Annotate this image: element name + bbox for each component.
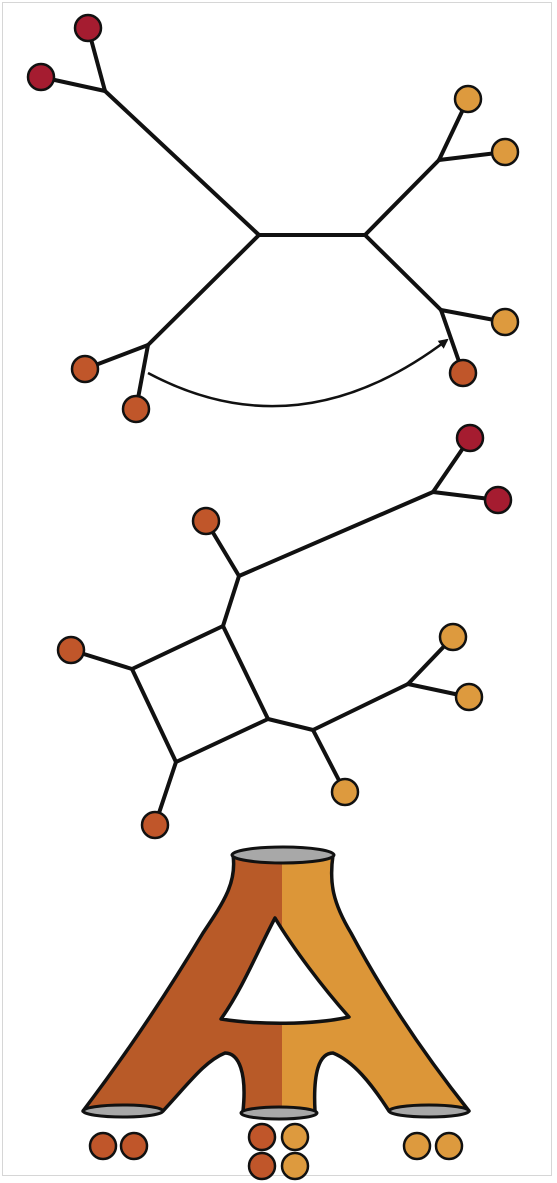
- leaf-node-amber: [332, 779, 358, 805]
- leaf-node-rust: [72, 356, 98, 382]
- network-edge: [239, 492, 433, 576]
- gene-node-amber: [436, 1133, 462, 1159]
- gene-node-amber: [404, 1133, 430, 1159]
- tree-edge: [148, 235, 259, 345]
- gene-node-rust: [90, 1133, 116, 1159]
- leaf-node-rust: [193, 508, 219, 534]
- network-edge: [268, 719, 313, 730]
- leaf-node-amber: [440, 624, 466, 650]
- network-edge: [313, 684, 408, 730]
- leaf-node-rust: [142, 812, 168, 838]
- leaf-node-amber: [455, 86, 481, 112]
- transfer-arrow: [148, 340, 447, 406]
- tree-edge: [105, 91, 259, 235]
- species-tree-panel: [83, 847, 469, 1179]
- leaf-node-rust: [450, 360, 476, 386]
- network-edge: [223, 576, 239, 626]
- leaf-node-amber: [492, 309, 518, 335]
- leaf-node-crimson: [485, 487, 511, 513]
- tube-top-opening: [232, 847, 334, 863]
- diagram-canvas: [3, 3, 557, 1183]
- tree-panel: [28, 15, 518, 422]
- leaf-node-amber: [492, 139, 518, 165]
- leaf-node-crimson: [75, 15, 101, 41]
- leaf-node-crimson: [457, 425, 483, 451]
- leaf-node-rust: [123, 396, 149, 422]
- gene-node-rust: [249, 1153, 275, 1179]
- figure-frame: [2, 2, 552, 1176]
- gene-node-amber: [282, 1124, 308, 1150]
- gene-node-amber: [282, 1153, 308, 1179]
- tube-opening-middle: [241, 1107, 317, 1119]
- tree-edge: [365, 235, 441, 310]
- leaf-node-amber: [456, 684, 482, 710]
- tree-edge: [365, 160, 439, 235]
- tube-opening-right: [389, 1105, 469, 1117]
- network-panel: [58, 425, 511, 838]
- leaf-node-rust: [58, 637, 84, 663]
- tube-opening-left: [83, 1105, 163, 1117]
- gene-node-rust: [121, 1133, 147, 1159]
- leaf-node-crimson: [28, 64, 54, 90]
- gene-node-rust: [249, 1124, 275, 1150]
- network-cycle: [132, 626, 268, 762]
